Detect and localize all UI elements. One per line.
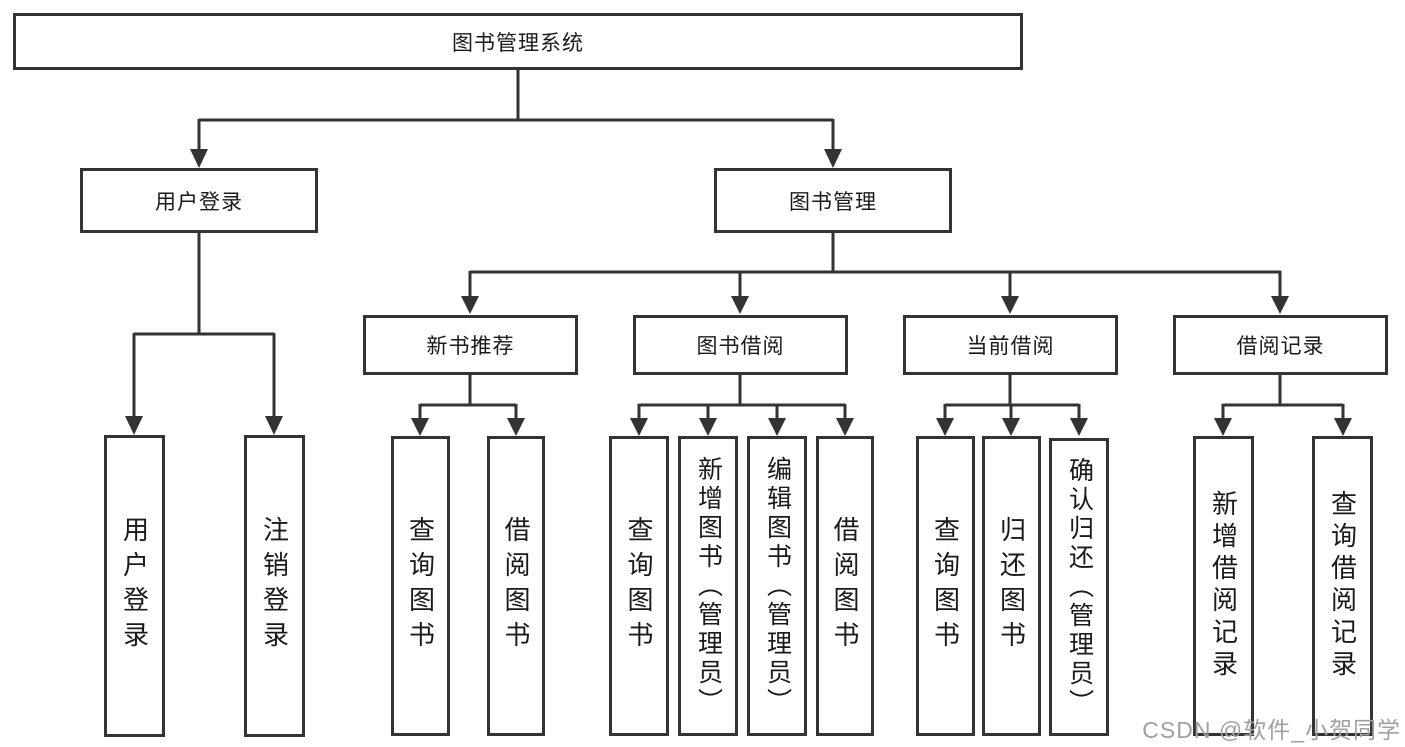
leaf-label: 查询借阅记录 (1327, 490, 1358, 682)
node-current-borrowing: 当前借阅 (903, 315, 1118, 375)
leaf-label: 确认归还（管理员） (1065, 456, 1094, 718)
leaf-label: 新增借阅记录 (1208, 490, 1239, 682)
leaf-label: 借阅图书 (830, 516, 860, 656)
leaf-label: 用户登录 (119, 516, 150, 656)
leaf-borrow-books-recommend: 借阅图书 (487, 436, 545, 736)
leaf-label: 注销登录 (259, 516, 290, 656)
leaf-logout: 注销登录 (244, 435, 305, 737)
node-book-management: 图书管理 (714, 168, 952, 233)
node-library-system: 图书管理系统 (13, 13, 1023, 70)
leaf-label: 归还图书 (996, 516, 1027, 656)
leaf-borrow-books: 借阅图书 (816, 436, 874, 736)
leaf-label: 借阅图书 (501, 516, 531, 656)
csdn-watermark: CSDN @软件_小贺同学 (1142, 717, 1401, 743)
leaf-return-books: 归还图书 (982, 436, 1041, 736)
leaf-label: 查询图书 (624, 516, 654, 656)
node-book-borrowing: 图书借阅 (633, 315, 848, 375)
leaf-query-books-borrow: 查询图书 (609, 436, 669, 736)
leaf-confirm-return-admin: 确认归还（管理员） (1049, 438, 1109, 736)
leaf-label: 新增图书（管理员） (694, 455, 723, 717)
leaf-label: 编辑图书（管理员） (763, 455, 792, 717)
leaf-label: 查询图书 (405, 516, 436, 656)
leaf-query-books-current: 查询图书 (916, 436, 975, 736)
leaf-query-borrow-record: 查询借阅记录 (1312, 436, 1373, 736)
leaf-user-login: 用户登录 (104, 435, 165, 737)
leaf-add-books-admin: 新增图书（管理员） (678, 436, 738, 736)
leaf-label: 查询图书 (930, 516, 961, 656)
node-new-book-recommend: 新书推荐 (363, 315, 578, 375)
node-user-login: 用户登录 (80, 168, 318, 233)
leaf-add-borrow-record: 新增借阅记录 (1193, 436, 1254, 736)
node-borrow-records: 借阅记录 (1173, 315, 1388, 375)
leaf-query-books-recommend: 查询图书 (391, 436, 450, 736)
leaf-edit-books-admin: 编辑图书（管理员） (747, 436, 807, 736)
